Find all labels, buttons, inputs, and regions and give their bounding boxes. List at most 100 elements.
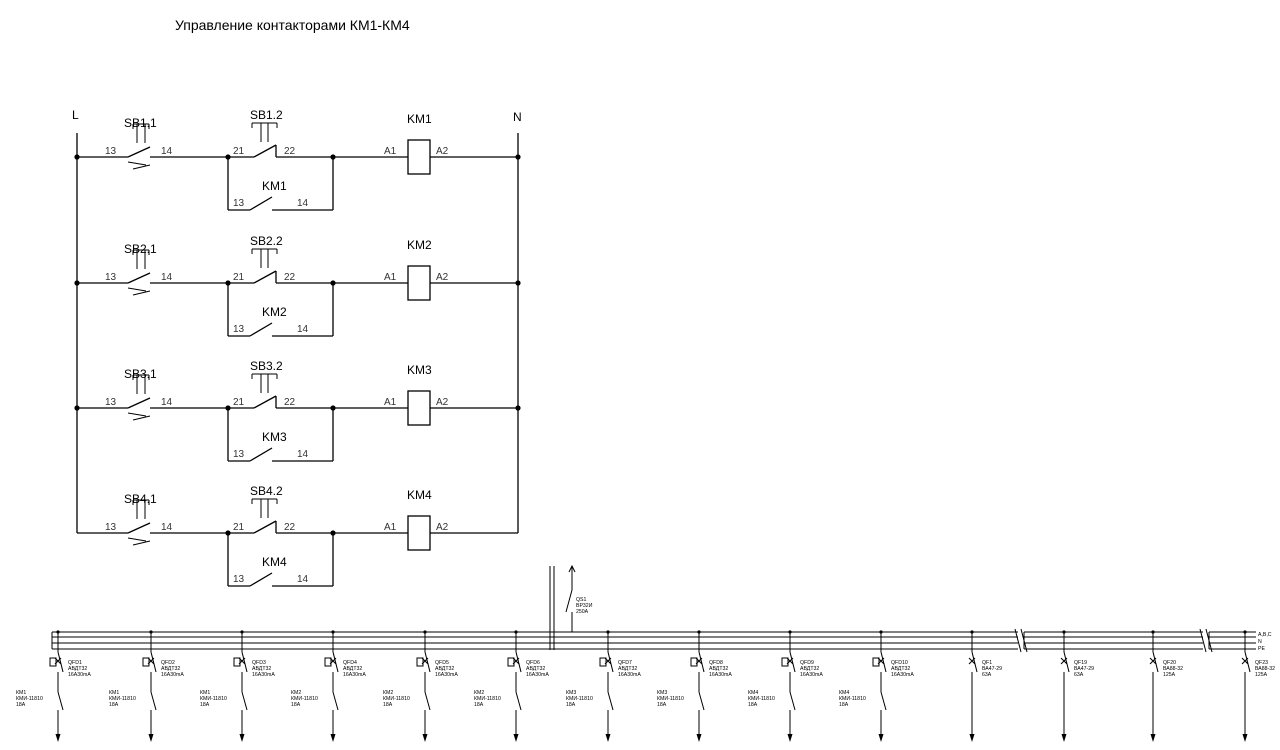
junction-dot: [225, 530, 231, 536]
feeder-arrow-icon: [696, 734, 702, 742]
aux-contact-blade: [249, 322, 273, 337]
pin-label: 14: [161, 397, 173, 408]
breaker-blade: [789, 651, 796, 673]
pin-label: 13: [105, 522, 117, 533]
contactor-blade: [57, 691, 64, 711]
feeder-tap-dot: [514, 630, 518, 634]
rcd-block: [781, 657, 789, 667]
feeder-tap-dot: [149, 630, 153, 634]
breaker-rating: 16А30mА: [252, 672, 275, 678]
rcd-block: [142, 657, 150, 667]
pin-label: 14: [297, 449, 309, 460]
busbar-label: PE: [1258, 646, 1265, 652]
breaker-name: QFD1: [68, 660, 82, 666]
junction-dot: [225, 405, 231, 411]
pin-label: A2: [436, 522, 449, 533]
breaker-rating: 16А30mА: [526, 672, 549, 678]
contactor-name: КМ1: [109, 690, 119, 696]
contactor-coil: [407, 515, 431, 551]
contactor-coil: [407, 139, 431, 175]
pin-label: A1: [384, 397, 397, 408]
breaker-name: QF19: [1074, 660, 1087, 666]
breaker-type: ВА47-29: [1074, 666, 1094, 672]
contactor-blade: [332, 691, 339, 711]
breaker-name: QFD10: [891, 660, 908, 666]
pin-label: A1: [384, 146, 397, 157]
junction-dot: [330, 405, 336, 411]
pin-label: 21: [233, 397, 245, 408]
aux-contact-label: KM1: [262, 179, 287, 193]
junction-dot: [330, 530, 336, 536]
contactor-blade: [241, 691, 248, 711]
pin-label: 22: [284, 272, 296, 283]
aux-contact-label: KM4: [262, 555, 287, 569]
start-contact-blade: [127, 522, 151, 534]
contactor-blade: [424, 691, 431, 711]
pin-label: 21: [233, 272, 245, 283]
breaker-cross: [1241, 657, 1249, 665]
contactor-name: КМ2: [291, 690, 301, 696]
feeder-arrow-icon: [605, 734, 611, 742]
pin-label: 13: [233, 324, 245, 335]
feeder-arrow-icon: [148, 734, 154, 742]
feeder-arrow-icon: [1242, 734, 1248, 742]
breaker-type: АВДТ32: [68, 666, 87, 672]
contactor-blade: [880, 691, 887, 711]
breaker-name: QFD3: [252, 660, 266, 666]
pin-label: 13: [233, 574, 245, 585]
rcd-block: [324, 657, 332, 667]
junction-dot: [330, 280, 336, 286]
rcd-block: [49, 657, 57, 667]
feeder-arrow-icon: [55, 734, 61, 742]
contactor-rating: 18А: [200, 702, 210, 708]
rcd-block: [416, 657, 424, 667]
breaker-blade: [1063, 651, 1070, 673]
breaker-name: QFD4: [343, 660, 357, 666]
feeder-tap-dot: [240, 630, 244, 634]
aux-contact-blade: [249, 196, 273, 211]
switch-blade: [565, 589, 573, 613]
contactor-label: KM2: [407, 238, 432, 252]
junction-dot: [225, 280, 231, 286]
switch-arrow: [568, 564, 576, 573]
contactor-rating: 18А: [657, 702, 667, 708]
contactor-rating: 18А: [474, 702, 484, 708]
start-pushbutton-actuator: [132, 499, 150, 519]
feeder-arrow-icon: [1061, 734, 1067, 742]
breaker-name: QF1: [982, 660, 992, 666]
contactor-label: KM4: [407, 488, 432, 502]
feeder-tap-dot: [1243, 630, 1247, 634]
stop-contact-blade: [253, 144, 277, 158]
contactor-name: КМ3: [657, 690, 667, 696]
feeder-arrow-icon: [422, 734, 428, 742]
breaker-rating: 16А30mА: [435, 672, 458, 678]
breaker-type: АВДТ32: [343, 666, 362, 672]
breaker-rating: 16А30mА: [800, 672, 823, 678]
feeder-tap-dot: [697, 630, 701, 634]
breaker-blade: [424, 651, 431, 673]
start-button-label: SB2.1: [124, 242, 157, 256]
rail-right-label: N: [513, 110, 522, 124]
stop-pushbutton-actuator: [251, 373, 278, 393]
breaker-blade: [515, 651, 522, 673]
contactor-type: КМИ-11810: [839, 696, 866, 702]
rcd-block: [599, 657, 607, 667]
pin-label: 13: [105, 272, 117, 283]
breaker-type: АВДТ32: [252, 666, 271, 672]
breaker-rating: 16А30mА: [161, 672, 184, 678]
aux-contact-blade: [249, 572, 273, 587]
breaker-rating: 16А30mА: [618, 672, 641, 678]
